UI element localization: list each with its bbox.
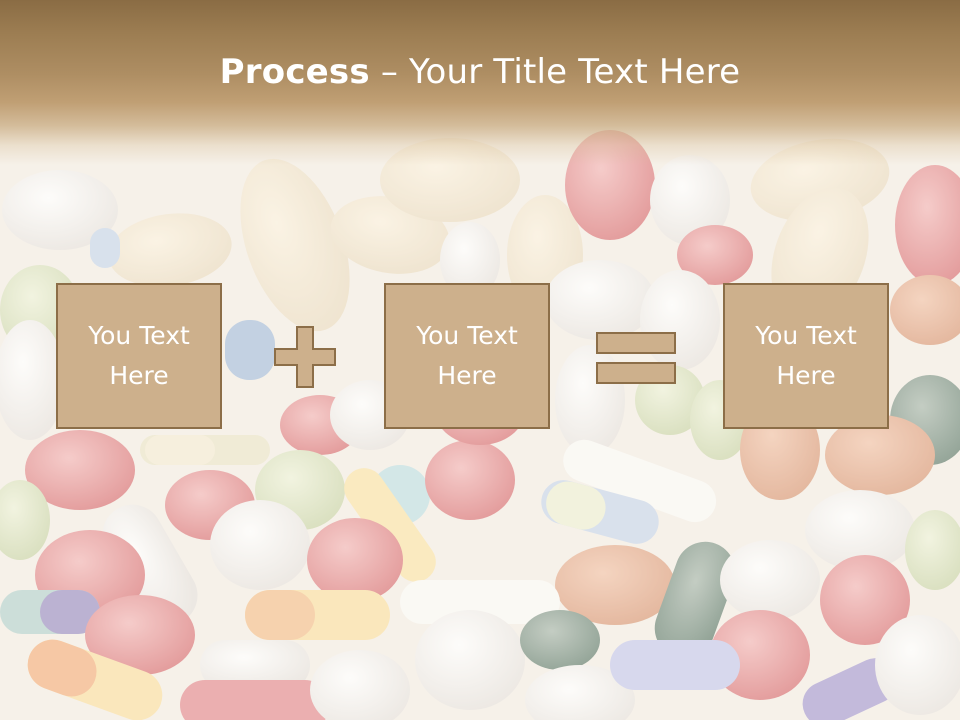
- slide-title: Process – Your Title Text Here: [0, 52, 960, 92]
- text-box-3-label: You Text Here: [731, 316, 881, 396]
- title-text: Your Title Text Here: [409, 52, 741, 92]
- text-box-1-label: You Text Here: [64, 316, 214, 396]
- text-box-1-line-1: You Text: [88, 321, 190, 350]
- title-band: Process – Your Title Text Here: [0, 0, 960, 165]
- text-box-2: You Text Here: [384, 283, 550, 429]
- text-box-1: You Text Here: [56, 283, 222, 429]
- text-box-2-label: You Text Here: [392, 316, 542, 396]
- equals-icon: [596, 332, 676, 384]
- text-box-3-line-1: You Text: [755, 321, 857, 350]
- plus-icon: [274, 326, 336, 388]
- text-box-3: You Text Here: [723, 283, 889, 429]
- text-box-1-line-2: Here: [109, 361, 169, 390]
- title-bold-part: Process: [219, 52, 370, 92]
- text-box-2-line-1: You Text: [416, 321, 518, 350]
- title-separator: –: [369, 52, 410, 92]
- text-box-2-line-2: Here: [437, 361, 497, 390]
- text-box-3-line-2: Here: [776, 361, 836, 390]
